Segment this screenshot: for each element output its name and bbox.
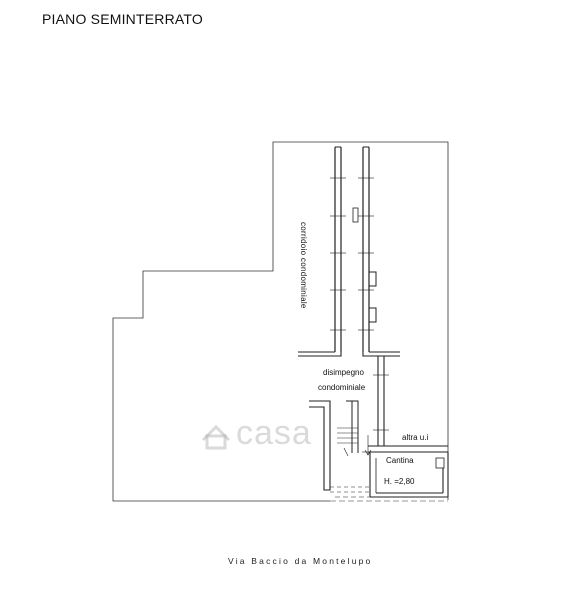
ceiling-height-label: H. =2,80 xyxy=(384,477,415,486)
cantina-label: Cantina xyxy=(386,456,414,465)
plan-title: PIANO SEMINTERRATO xyxy=(42,11,203,27)
disimpegno-label-line2: condominiale xyxy=(318,383,366,392)
watermark-text: casa xyxy=(236,414,312,452)
corridor-walls xyxy=(298,146,400,357)
altra-ui-label: altra u.i xyxy=(402,433,429,442)
cantina-walls xyxy=(330,445,449,498)
street-label: Via Baccio da Montelupo xyxy=(228,556,373,566)
watermark-house-icon xyxy=(201,424,231,450)
corridor-label: corridoio condominiale xyxy=(299,222,308,309)
building-outline xyxy=(112,141,449,502)
disimpegno-label-line1: disimpegno xyxy=(323,368,364,377)
